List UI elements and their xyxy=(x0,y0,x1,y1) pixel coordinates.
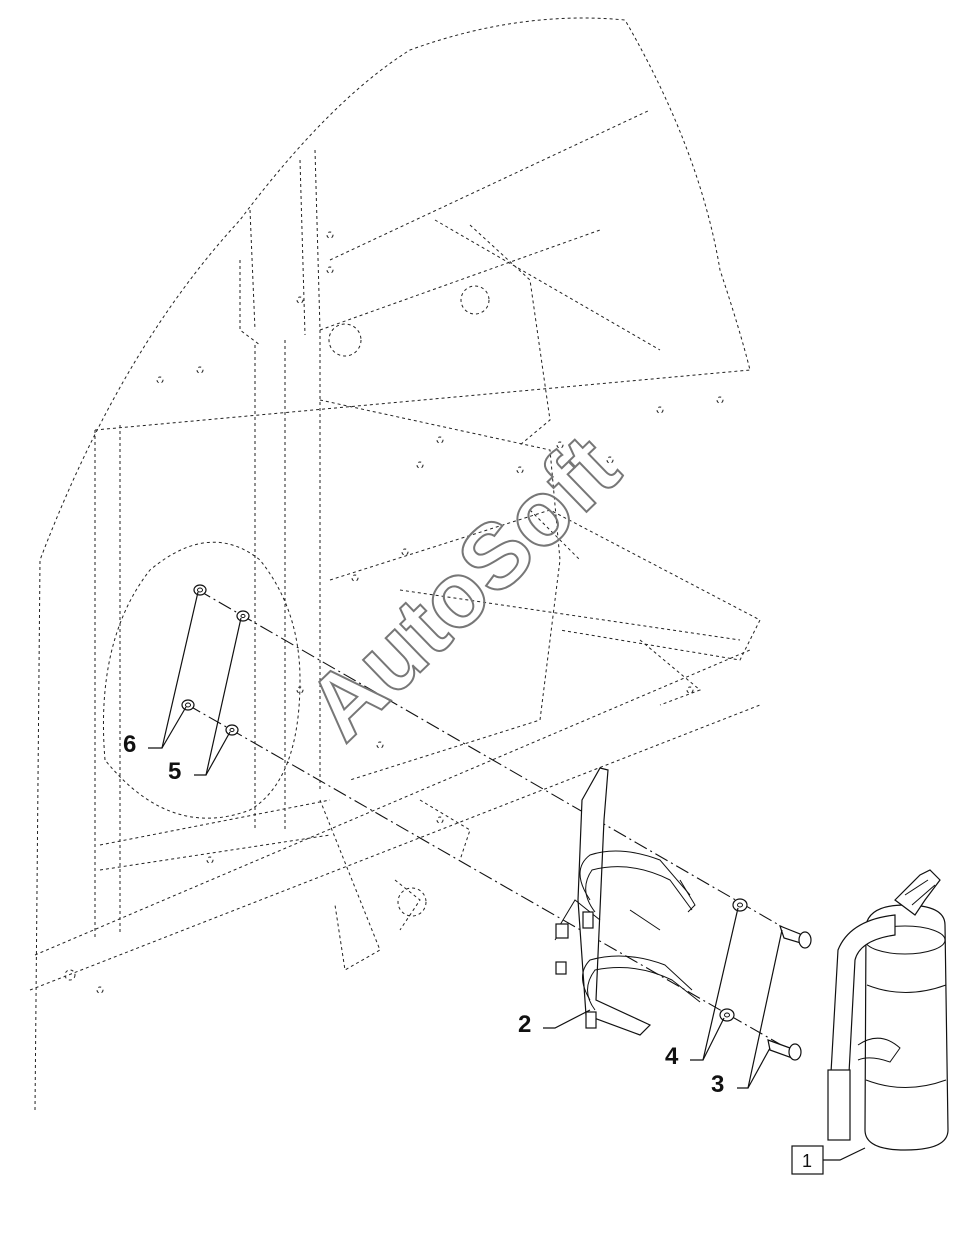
fire-extinguisher-icon xyxy=(827,869,949,1151)
nut-icon xyxy=(181,584,207,711)
callout-6: 6 xyxy=(123,731,136,758)
extinguisher-bracket-icon xyxy=(554,767,701,1036)
watermark-text: AutoSoft xyxy=(288,416,638,759)
callout-2: 2 xyxy=(518,1011,531,1038)
callout-1-box xyxy=(791,1145,824,1175)
callout-4: 4 xyxy=(665,1043,679,1070)
callout-leaders xyxy=(148,591,866,1161)
assembly-center-lines xyxy=(187,589,806,1051)
cab-frame-phantom xyxy=(29,17,761,1111)
bolt-icon xyxy=(767,924,812,1061)
washer-icon xyxy=(225,610,250,736)
frame-holes xyxy=(64,231,724,994)
washer-icon xyxy=(719,898,748,1022)
callout-5: 5 xyxy=(168,758,181,785)
callout-3: 3 xyxy=(711,1071,724,1098)
callout-1: 1 xyxy=(802,1151,812,1171)
